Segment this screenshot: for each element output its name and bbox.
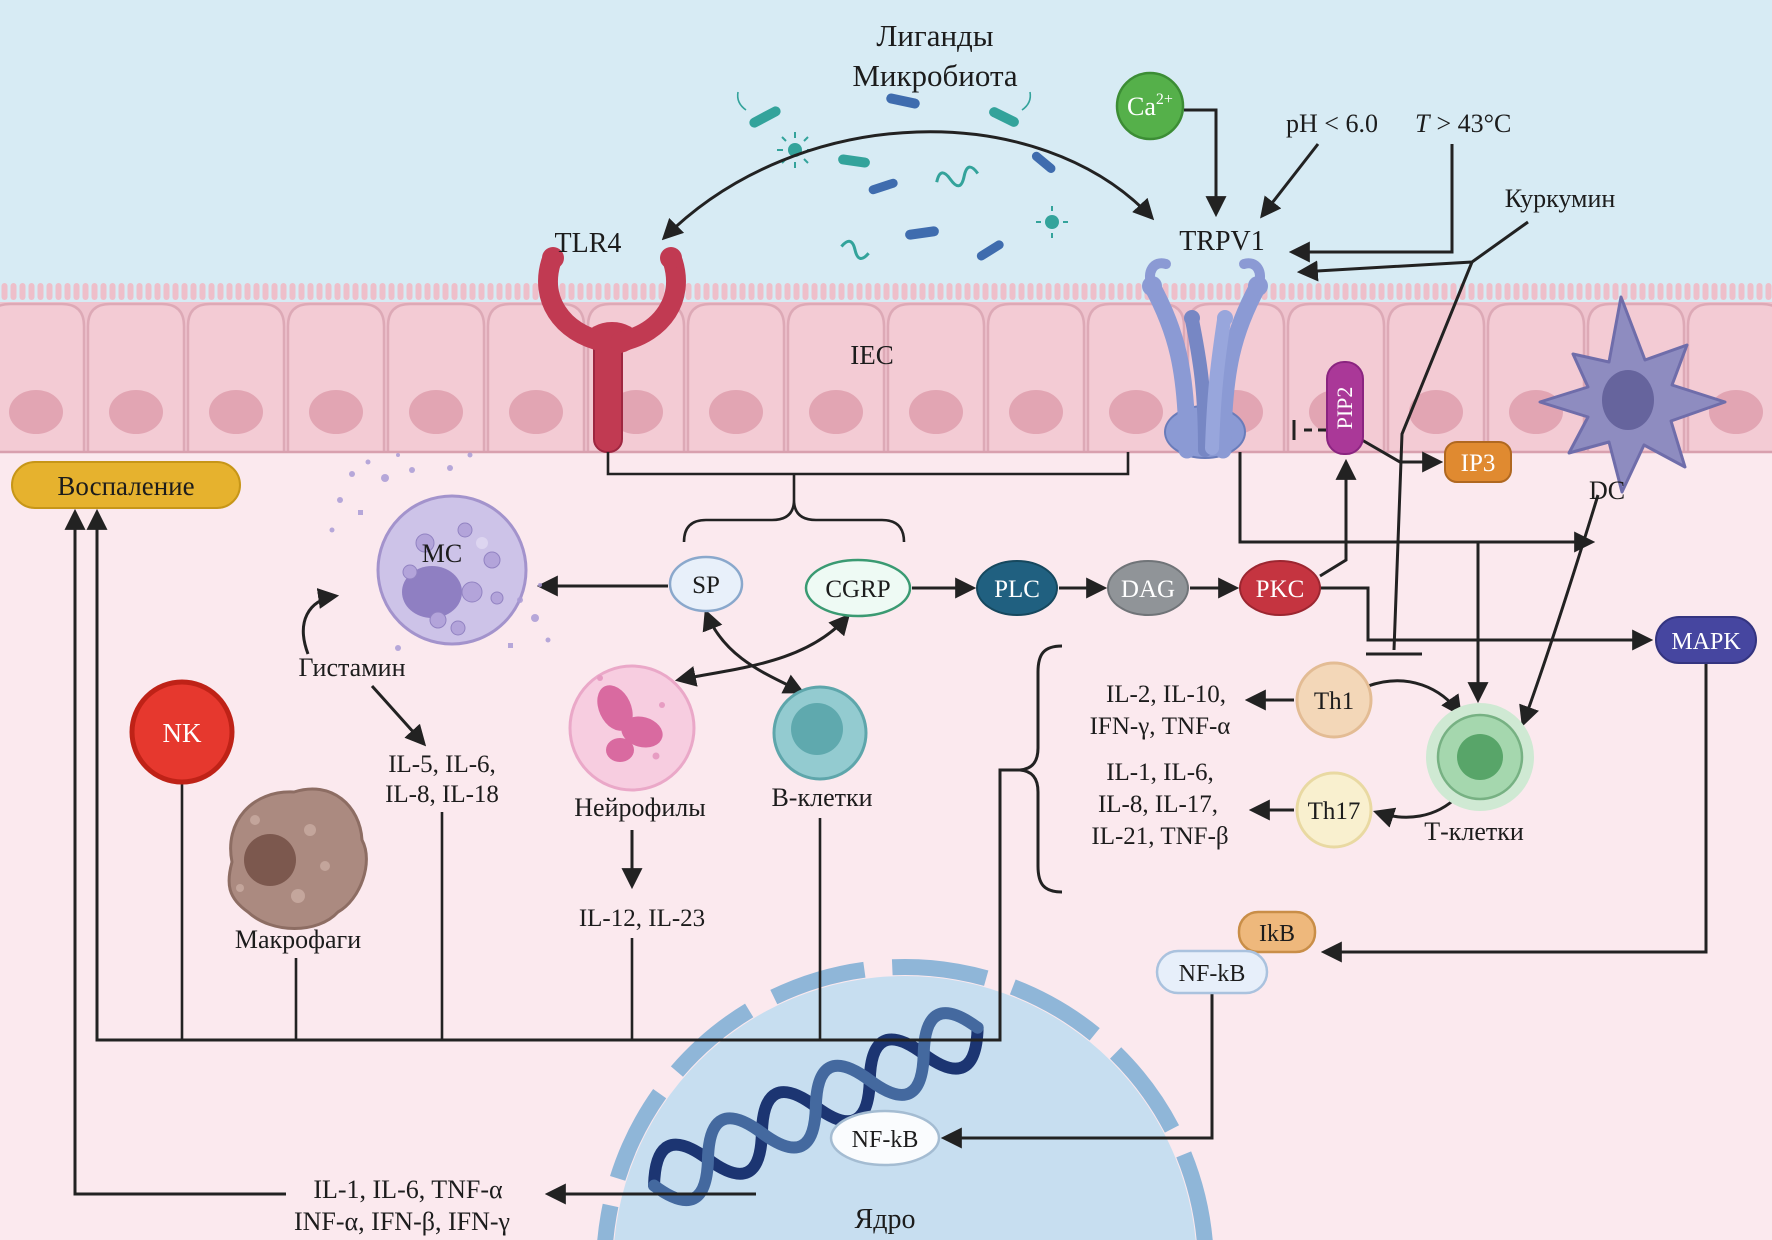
dag-oval bbox=[1107, 560, 1189, 616]
dna-helix bbox=[648, 1007, 984, 1207]
nfkb-cytoplasm-box bbox=[1155, 949, 1269, 995]
pkc-label: PKC bbox=[1256, 576, 1305, 603]
arrow-cgrp-neutrophils bbox=[674, 613, 851, 687]
nk-label: NK bbox=[163, 718, 202, 748]
arrow-curcumin-inhibit bbox=[1392, 261, 1474, 651]
inflammation-label: Воспаление bbox=[57, 471, 194, 501]
curcumin-label: Куркумин bbox=[1505, 184, 1616, 213]
arrow-temp-to-trpv1 bbox=[1288, 144, 1454, 263]
th17-cytokines-2: IL-8, IL-17, bbox=[1098, 791, 1218, 818]
nfkb-cytokines-2: INF-α, IFN-β, IFN-γ bbox=[294, 1207, 510, 1236]
pkc-oval bbox=[1239, 560, 1321, 616]
connector-receptors bbox=[606, 452, 1130, 476]
mapk-label: MAPK bbox=[1671, 629, 1741, 655]
pip2-pill bbox=[1326, 361, 1364, 455]
th17-cytokines-1: IL-1, IL-6, bbox=[1106, 759, 1214, 786]
dendritic-cell bbox=[1538, 295, 1727, 494]
ikb-label: IkB bbox=[1259, 921, 1295, 947]
bcells-label: B-клетки bbox=[771, 783, 872, 812]
macrophage-vacuoles bbox=[236, 815, 330, 903]
th17-cytokines-3: IL-21, TNF-β bbox=[1091, 823, 1228, 850]
iec-label: IEC bbox=[850, 340, 894, 370]
arrow-histamine-to-cytokines bbox=[370, 684, 427, 747]
th1-cytokines-1: IL-2, IL-10, bbox=[1106, 681, 1226, 708]
bracket-sp-cgrp bbox=[682, 474, 906, 543]
arrow-pkc-mapk bbox=[1320, 586, 1654, 651]
epithelium bbox=[0, 283, 1772, 454]
pip2-label: PIP2 bbox=[1332, 387, 1357, 430]
nucleus-label: Ядро bbox=[855, 1204, 916, 1235]
arrows bbox=[64, 108, 1708, 1205]
tlr4-receptor bbox=[538, 247, 686, 453]
arrow-ph-to-trpv1 bbox=[1260, 143, 1320, 219]
arrow-pip2-ip3 bbox=[1361, 438, 1444, 473]
cgrp-oval bbox=[804, 558, 912, 618]
neutrophils-label: Нейрофилы bbox=[574, 793, 705, 822]
arrow-th1-tcell bbox=[1367, 679, 1462, 717]
histamine-label: Гистамин bbox=[299, 653, 406, 682]
ikb-box bbox=[1237, 910, 1317, 954]
arrow-nfkb-nucleus bbox=[940, 994, 1214, 1149]
neutrophil-cell bbox=[568, 664, 696, 792]
ph-label: pH < 6.0 bbox=[1286, 109, 1378, 138]
nfkb-cytoplasm-label: NF-kB bbox=[1179, 961, 1246, 987]
th17-label: Th17 bbox=[1308, 798, 1361, 825]
title-line2: Микробиота bbox=[852, 58, 1018, 93]
arrow-mapk-nfkb bbox=[1320, 664, 1708, 963]
trpv1-label: TRPV1 bbox=[1179, 226, 1265, 257]
dc-label: DC bbox=[1589, 476, 1625, 505]
plc-oval bbox=[976, 560, 1058, 616]
nk-cell bbox=[129, 679, 235, 785]
mc-label: MC bbox=[422, 539, 462, 568]
cell-nucleus bbox=[596, 959, 1214, 1240]
mast-cytokines-2: IL-8, IL-18 bbox=[385, 781, 499, 808]
arrow-histamine-mc bbox=[301, 588, 340, 655]
microvilli bbox=[0, 283, 1772, 303]
sp-oval bbox=[668, 555, 744, 613]
plc-label: PLC bbox=[994, 576, 1040, 603]
trpv1-receptor bbox=[1142, 258, 1268, 459]
th1-cell bbox=[1295, 661, 1373, 739]
arrow-ca-to-trpv1 bbox=[1184, 108, 1227, 218]
th1-cytokines-2: IFN-γ, TNF-α bbox=[1090, 713, 1231, 740]
neutrophil-cytokines-label: IL-12, IL-23 bbox=[579, 905, 705, 932]
nfkb-nucleus-label: NF-kB bbox=[852, 1127, 919, 1153]
macrophages-label: Макрофаги bbox=[235, 925, 361, 954]
arrow-pkc-pip2 bbox=[1319, 458, 1357, 578]
tcells-label: Т-клетки bbox=[1424, 817, 1524, 846]
tlr4-label: TLR4 bbox=[555, 228, 622, 259]
arrow-collector-inflammation bbox=[86, 508, 1020, 1042]
t-cell bbox=[1426, 703, 1534, 811]
mapk-box bbox=[1655, 616, 1757, 664]
b-cell bbox=[772, 685, 868, 781]
arrow-microbiota-tlr4-trpv1 bbox=[661, 130, 1155, 241]
brace-th-cytokines bbox=[1019, 644, 1063, 894]
arrow-dc-tcell bbox=[1519, 494, 1600, 727]
mast-cell bbox=[329, 452, 551, 651]
dag-label: DAG bbox=[1121, 576, 1175, 603]
nuclear-envelope bbox=[596, 959, 1214, 1240]
cgrp-label: CGRP bbox=[825, 576, 890, 603]
ca-label: Ca2+ bbox=[1127, 91, 1173, 121]
th17-cell bbox=[1295, 771, 1373, 849]
mast-granules bbox=[402, 522, 504, 636]
inflammation-box bbox=[11, 461, 241, 509]
ip3-box bbox=[1444, 441, 1512, 483]
mast-cytokines-1: IL-5, IL-6, bbox=[388, 751, 496, 778]
arrow-cytokines-inflammation bbox=[64, 508, 286, 1196]
ca-ion bbox=[1115, 71, 1185, 141]
sp-label: SP bbox=[692, 572, 720, 599]
ip3-label: IP3 bbox=[1461, 450, 1496, 477]
macrophage-cell bbox=[227, 787, 368, 930]
arrow-trpv1-to-dc bbox=[1238, 452, 1596, 553]
degranulation-dots bbox=[329, 452, 551, 651]
temp-label: T> 43°C bbox=[1415, 109, 1511, 138]
th1-label: Th1 bbox=[1314, 688, 1354, 715]
title-line1: Лиганды bbox=[876, 18, 993, 53]
nfkb-cytokines-1: IL-1, IL-6, TNF-α bbox=[313, 1175, 503, 1204]
nfkb-nucleus-oval bbox=[829, 1109, 941, 1167]
